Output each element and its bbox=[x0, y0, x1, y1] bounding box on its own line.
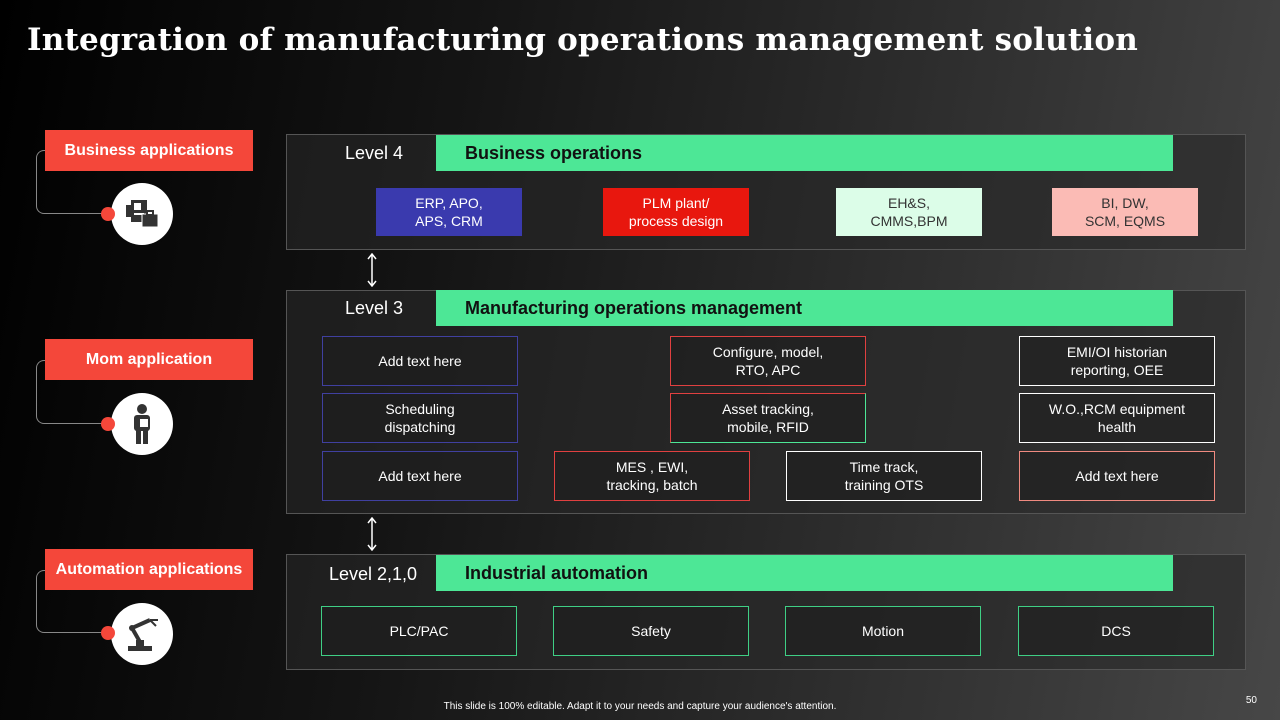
automation-system-box: PLC/PAC bbox=[321, 606, 517, 656]
mom-function-box: Configure, model, RTO, APC bbox=[670, 336, 866, 386]
mom-function-box: W.O.,RCM equipment health bbox=[1019, 393, 1215, 443]
connector-dot bbox=[101, 626, 115, 640]
automation-system-box: Safety bbox=[553, 606, 749, 656]
bidirectional-arrow-icon bbox=[367, 253, 377, 287]
page-number: 50 bbox=[1245, 695, 1257, 706]
mom-application-label: Mom application bbox=[45, 339, 253, 380]
business-applications-label: Business applications bbox=[45, 130, 253, 171]
connector-dot bbox=[101, 417, 115, 431]
mom-function-box: MES , EWI, tracking, batch bbox=[554, 451, 750, 501]
level2-label: Level 2,1,0 bbox=[329, 564, 418, 584]
footer-note: This slide is 100% editable. Adapt it to… bbox=[443, 701, 837, 712]
mom-function-box: Time track, training OTS bbox=[786, 451, 982, 501]
mom-function-box: Add text here bbox=[322, 336, 518, 386]
mom-function-box: Asset tracking, mobile, RFID bbox=[670, 393, 866, 443]
person-tablet-icon bbox=[111, 393, 173, 455]
connector-dot bbox=[101, 207, 115, 221]
mom-function-box: Add text here bbox=[1019, 451, 1215, 501]
business-system-box: ERP, APO, APS, CRM bbox=[376, 188, 522, 236]
business-profile-briefcase-icon bbox=[111, 183, 173, 245]
automation-system-box: Motion bbox=[785, 606, 981, 656]
level4-label: Level 4 bbox=[345, 143, 404, 163]
page-title: Integration of manufacturing operations … bbox=[27, 22, 1139, 58]
mom-function-box: Scheduling dispatching bbox=[322, 393, 518, 443]
level2-title: Industrial automation bbox=[436, 555, 1173, 591]
business-system-box: BI, DW, SCM, EQMS bbox=[1052, 188, 1198, 236]
robot-arm-icon bbox=[111, 603, 173, 665]
bidirectional-arrow-icon bbox=[367, 517, 377, 551]
mom-function-box: Add text here bbox=[322, 451, 518, 501]
level3-label: Level 3 bbox=[345, 298, 404, 318]
automation-applications-label: Automation applications bbox=[45, 549, 253, 590]
automation-system-box: DCS bbox=[1018, 606, 1214, 656]
mom-function-box: EMI/OI historian reporting, OEE bbox=[1019, 336, 1215, 386]
business-system-box: PLM plant/ process design bbox=[603, 188, 749, 236]
level4-title: Business operations bbox=[436, 135, 1173, 171]
business-system-box: EH&S, CMMS,BPM bbox=[836, 188, 982, 236]
level3-title: Manufacturing operations management bbox=[436, 290, 1173, 326]
